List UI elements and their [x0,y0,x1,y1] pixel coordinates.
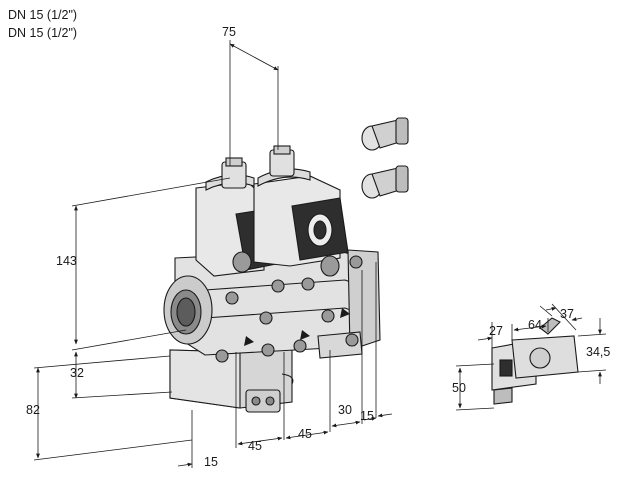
nominal-size-label-2: DN 15 (1/2") [8,26,78,40]
valve-right-flange [347,249,381,351]
dim-27: 27 [489,324,503,338]
dim-143: 143 [56,254,77,268]
dim-45-left: 45 [248,439,262,453]
dim-50: 50 [452,381,466,395]
left-coil-nut [221,157,247,189]
dimension-lines [33,40,607,468]
dim-82: 82 [26,403,40,417]
cable-gland-upper [361,117,409,151]
dim-34-5: 34,5 [586,345,610,359]
lower-connector-block [245,389,281,413]
dim-45-right: 45 [298,427,312,441]
double-solenoid-valve [163,145,381,413]
dim-32: 32 [70,366,84,380]
dim-37: 37 [560,307,574,321]
dim-30: 30 [338,403,352,417]
cable-gland-lower [361,165,409,199]
dimension-labels: 75 143 32 82 15 45 45 30 15 27 64 37 34,… [26,25,610,469]
dim-64: 64 [528,318,542,332]
small-solenoid-valve [491,317,579,405]
nominal-size-label-1: DN 15 (1/2") [8,8,78,22]
header: DN 15 (1/2") DN 15 (1/2") [8,6,77,42]
dim-15-right: 15 [360,409,374,423]
dim-75: 75 [222,25,236,39]
right-coil-nut [269,145,295,177]
dim-15-bottom: 15 [204,455,218,469]
